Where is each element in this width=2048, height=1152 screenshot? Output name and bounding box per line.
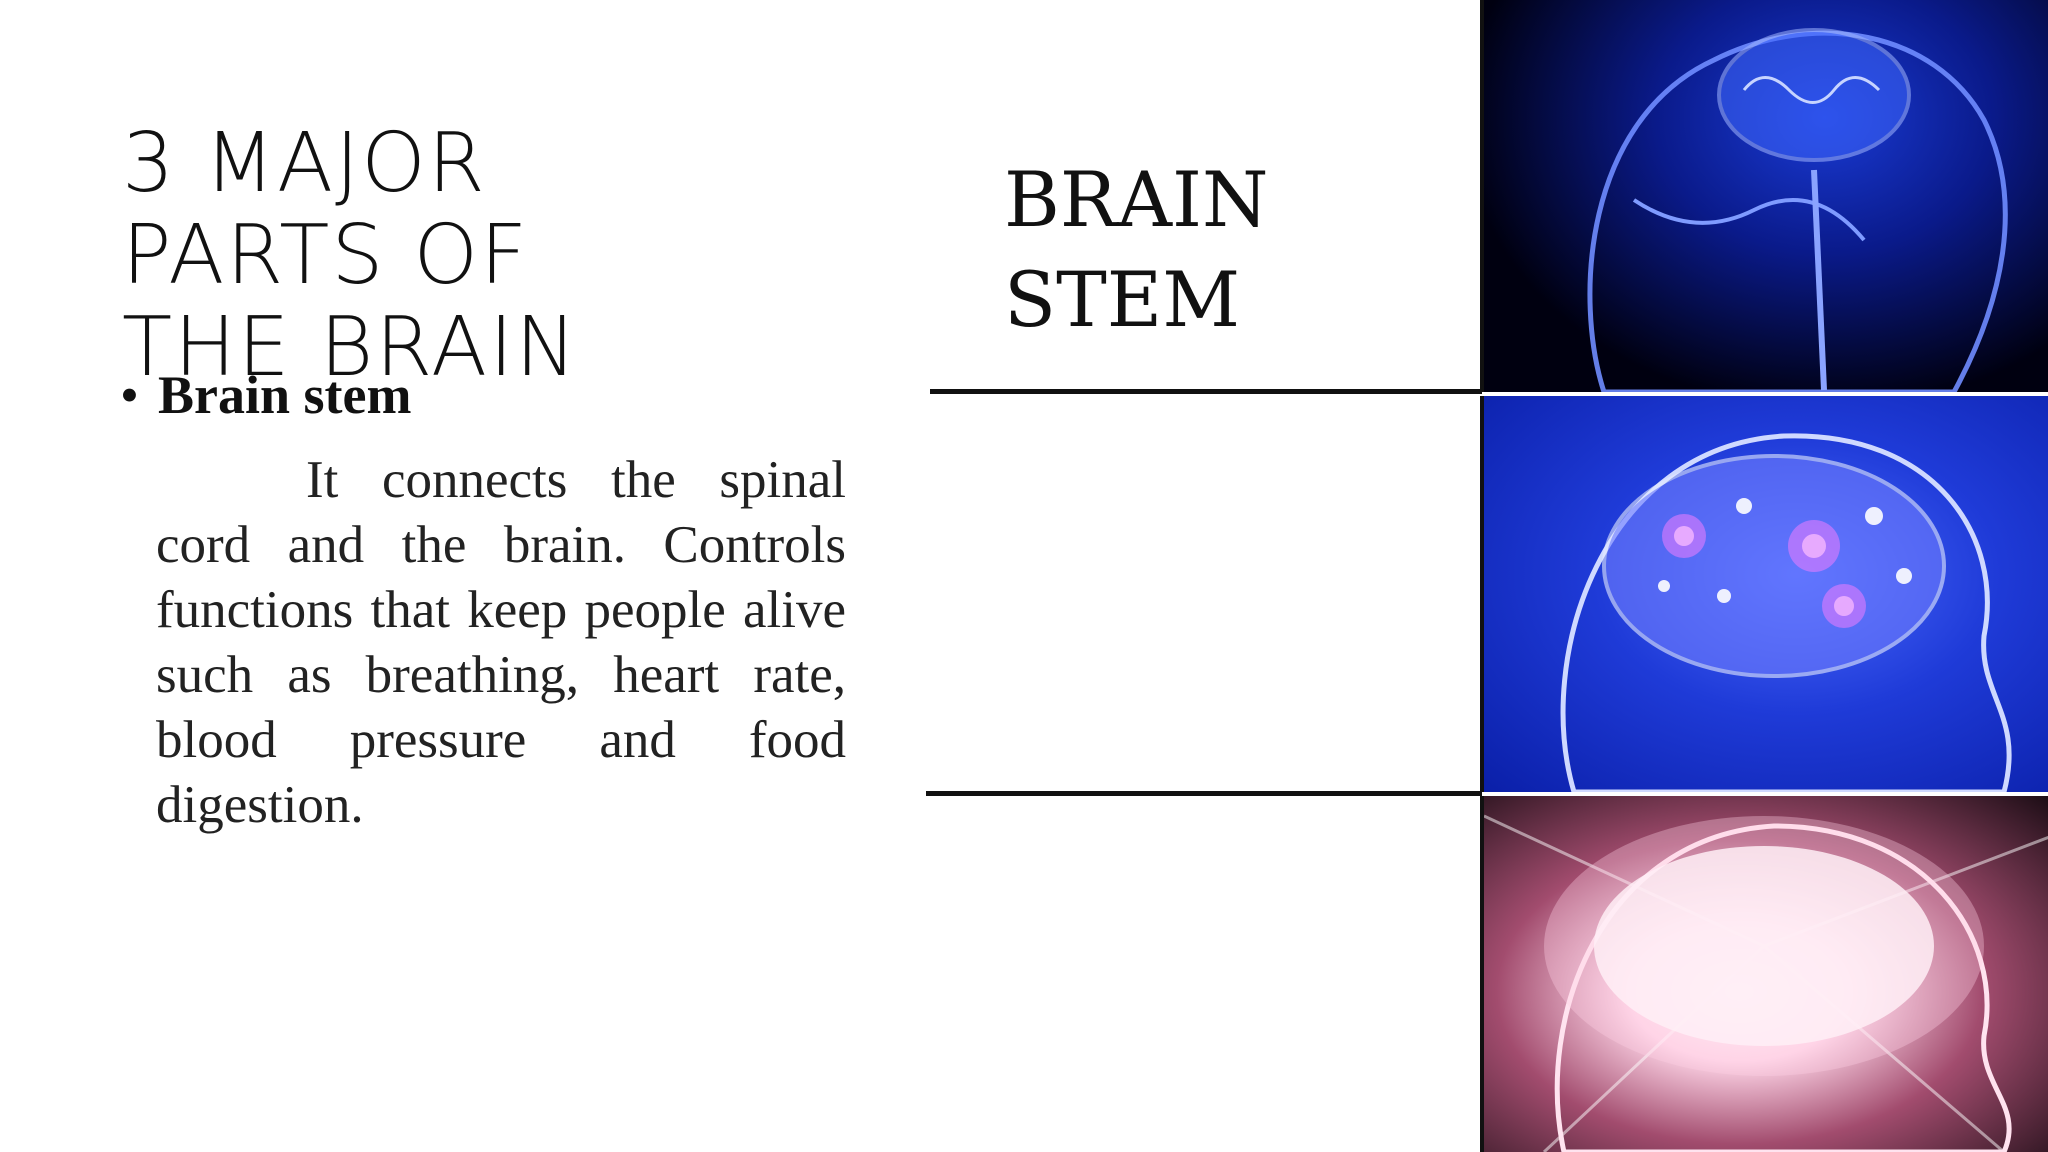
meme-panel-1 xyxy=(1480,0,2048,392)
section-label-line: STEM xyxy=(1004,255,1241,344)
slide-title: 3 MAJOR PARTS OF THE BRAIN xyxy=(122,118,682,394)
glowing-brain-sparkles-icon xyxy=(1560,433,2012,792)
section-label: BRAIN STEM xyxy=(1004,150,1268,350)
title-line: PARTS OF xyxy=(122,208,530,303)
bullet-heading: Brain stem xyxy=(158,365,412,425)
glowing-brain-skull-icon xyxy=(1587,28,2008,392)
body-paragraph: It connects the spinal cord and the brai… xyxy=(156,451,846,834)
meme-panel-2 xyxy=(1480,396,2048,792)
divider-line xyxy=(926,791,1482,796)
title-line: THE BRAIN xyxy=(122,300,579,395)
section-label-line: BRAIN xyxy=(1004,155,1269,244)
title-line: 3 MAJOR xyxy=(122,116,487,211)
glowing-brain-radiant-icon xyxy=(1484,814,2048,1152)
divider-line xyxy=(930,389,1482,394)
bullet-dot-icon: • xyxy=(120,365,139,425)
meme-panel-3 xyxy=(1480,796,2048,1152)
